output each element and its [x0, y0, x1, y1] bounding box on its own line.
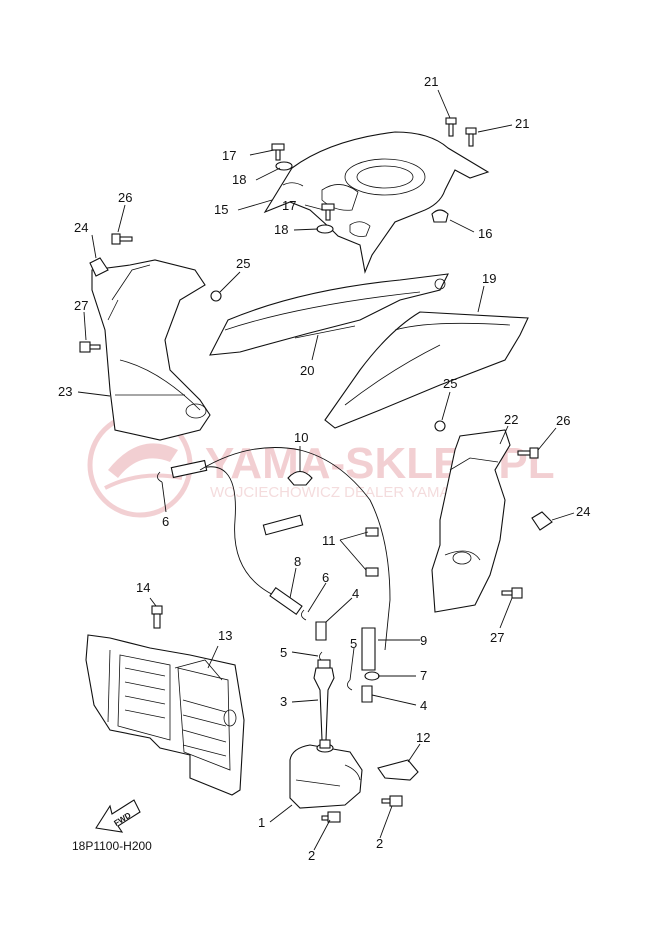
watermark-subtitle: WOJCIECHOWICZ DEALER YAMAHA — [210, 484, 470, 501]
bolt-26b-icon — [517, 447, 539, 459]
callout-2: 2 — [376, 836, 383, 851]
hose-assembly — [170, 447, 391, 671]
callout-21: 21 — [515, 116, 529, 131]
callout-8: 8 — [294, 554, 301, 569]
bolt-27b-icon — [501, 587, 523, 599]
callout-5: 5 — [350, 636, 357, 651]
callout-11: 11 — [322, 533, 336, 548]
clip-6b-icon — [301, 609, 307, 621]
tank-cover-part — [263, 131, 490, 274]
callout-25: 25 — [443, 376, 457, 391]
callout-2: 2 — [308, 848, 315, 863]
radiator-grille-part — [85, 634, 245, 796]
callout-16: 16 — [478, 226, 492, 241]
joint-4a-icon — [315, 621, 327, 641]
washer-25b-icon — [434, 420, 446, 432]
callout-numbers: 21 21 17 18 15 17 18 16 26 24 25 27 23 1… — [58, 74, 590, 863]
callout-6: 6 — [322, 570, 329, 585]
callout-12: 12 — [416, 730, 430, 745]
callout-17: 17 — [282, 198, 296, 213]
callout-1: 1 — [258, 815, 265, 830]
callout-23: 23 — [58, 384, 72, 399]
callout-3: 3 — [280, 694, 287, 709]
bracket-12-icon — [377, 759, 419, 781]
callout-9: 9 — [420, 633, 427, 648]
callout-25: 25 — [236, 256, 250, 271]
washer-18b-icon — [316, 224, 334, 234]
clamp-7-icon — [364, 671, 380, 681]
callout-7: 7 — [420, 668, 427, 683]
callout-15: 15 — [214, 202, 228, 217]
callout-14: 14 — [136, 580, 150, 595]
clip-5b-icon — [347, 679, 353, 691]
grommet-16-icon — [431, 209, 449, 223]
bolt-27a-icon — [79, 341, 101, 353]
fwd-arrow-icon: FWD — [95, 799, 141, 833]
bolt-2a-icon — [321, 811, 341, 823]
callout-27: 27 — [490, 630, 504, 645]
callout-4: 4 — [352, 586, 359, 601]
diagram-code: 18P1100-H200 — [72, 839, 152, 853]
callout-5: 5 — [280, 645, 287, 660]
bolt-14-icon — [151, 605, 163, 629]
callout-6: 6 — [162, 514, 169, 529]
clip-6a-icon — [157, 471, 163, 483]
clip-24a-icon — [89, 257, 109, 277]
callout-27: 27 — [74, 298, 88, 313]
callout-18: 18 — [232, 172, 246, 187]
side-cover-20-part — [209, 273, 449, 356]
bolt-17b-icon — [321, 203, 335, 221]
callout-10: 10 — [294, 430, 308, 445]
callout-26: 26 — [118, 190, 132, 205]
callout-24: 24 — [576, 504, 590, 519]
leader-lines — [77, 89, 575, 851]
clamp-11a-icon — [365, 527, 379, 537]
clamp-11b-icon — [365, 567, 379, 577]
left-shroud-part — [91, 259, 211, 441]
callout-4: 4 — [420, 698, 427, 713]
callout-22: 22 — [504, 412, 518, 427]
callout-26: 26 — [556, 413, 570, 428]
bolt-21b-icon — [465, 127, 477, 147]
washer-25a-icon — [210, 290, 222, 302]
clip-24b-icon — [531, 511, 553, 531]
callout-19: 19 — [482, 271, 496, 286]
callout-24: 24 — [74, 220, 88, 235]
callout-17: 17 — [222, 148, 236, 163]
side-cover-19-part — [324, 311, 529, 429]
joint-4b-icon — [361, 685, 373, 703]
callout-21: 21 — [424, 74, 438, 89]
callout-13: 13 — [218, 628, 232, 643]
callout-18: 18 — [274, 222, 288, 237]
bolt-2b-icon — [381, 795, 403, 807]
clamp-10-icon — [287, 470, 313, 486]
callout-20: 20 — [300, 363, 314, 378]
reservoir-tank-part — [289, 739, 363, 809]
bolt-21a-icon — [445, 117, 457, 137]
bolt-17a-icon — [271, 143, 285, 161]
bolt-26a-icon — [111, 233, 133, 245]
right-shroud-part — [431, 429, 511, 613]
